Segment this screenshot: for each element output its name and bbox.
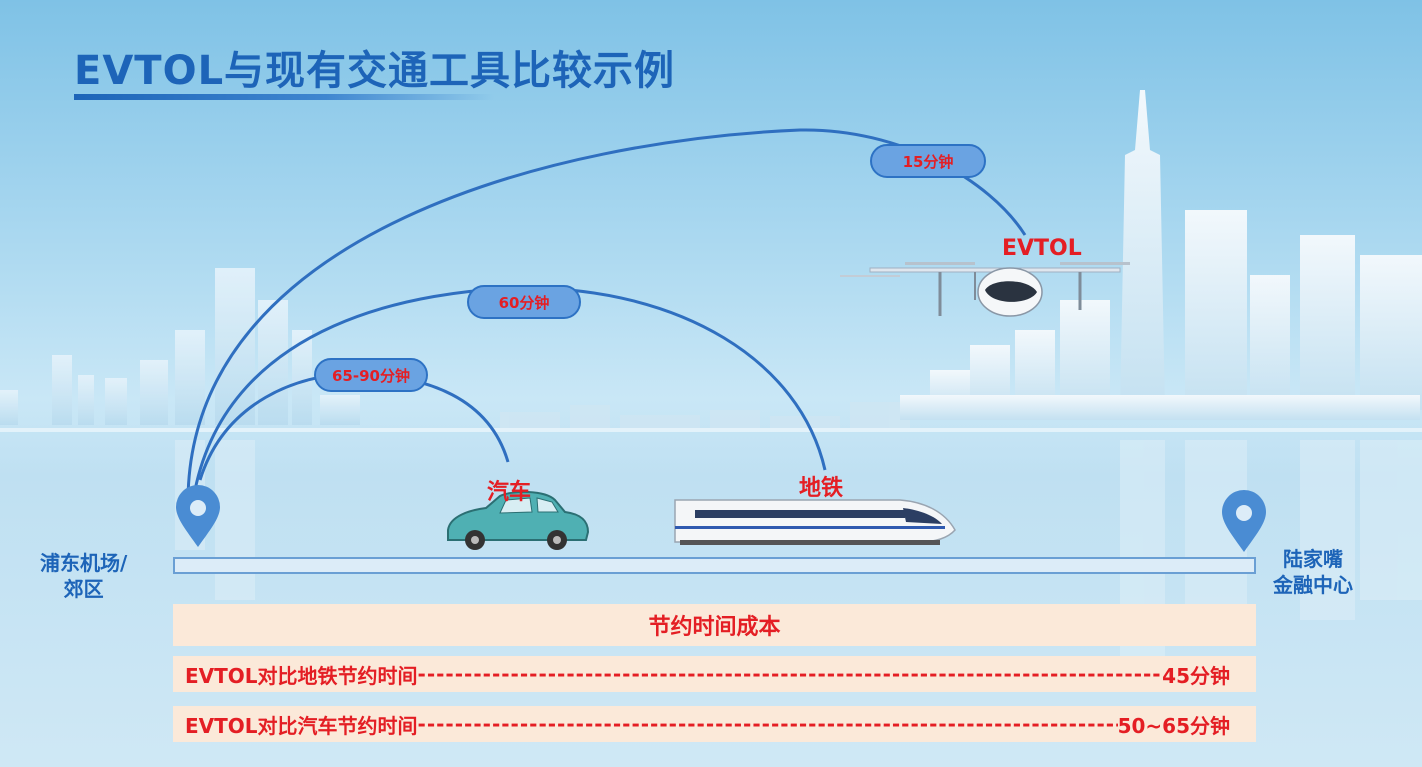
savings-row-car-label: EVTOL对比汽车节约时间	[185, 713, 418, 738]
car-icon	[447, 490, 590, 550]
car-time-badge: 65-90分钟	[314, 358, 428, 392]
savings-row-car-leader: ----------------------------------------…	[417, 712, 1118, 736]
start-location-line1: 浦东机场/	[40, 551, 128, 575]
metro-time-badge: 60分钟	[467, 285, 581, 319]
evtol-route-arc	[186, 128, 1027, 501]
savings-row-metro-value: 45分钟	[1162, 663, 1230, 688]
evtol-time-badge: 15分钟	[870, 144, 986, 178]
savings-header: 节约时间成本	[173, 604, 1256, 646]
title-underline	[74, 94, 494, 100]
distant-skyline	[500, 402, 910, 430]
start-location-line2: 郊区	[63, 577, 104, 601]
savings-row-car-value: 50~65分钟	[1117, 713, 1230, 738]
right-skyline	[900, 90, 1422, 420]
train-icon	[674, 499, 956, 545]
savings-row-metro-leader: ----------------------------------------…	[417, 662, 1163, 686]
car-label: 汽车	[487, 480, 532, 505]
left-skyline	[0, 268, 360, 425]
end-pin-icon	[1222, 490, 1266, 552]
evtol-label: EVTOL	[1002, 236, 1082, 261]
end-location-label: 陆家嘴 金融中心	[1273, 546, 1353, 598]
end-location-line2: 金融中心	[1273, 573, 1353, 597]
savings-row-car: EVTOL对比汽车节约时间 --------------------------…	[173, 706, 1256, 742]
start-pin-icon	[176, 485, 220, 547]
savings-row-metro: EVTOL对比地铁节约时间 --------------------------…	[173, 656, 1256, 692]
route-track-bar	[173, 557, 1256, 574]
evtol-aircraft-icon	[840, 262, 1130, 317]
savings-row-metro-label: EVTOL对比地铁节约时间	[185, 663, 418, 688]
page-title: EVTOL与现有交通工具比较示例	[74, 48, 676, 94]
start-location-label: 浦东机场/ 郊区	[40, 550, 127, 602]
metro-label: 地铁	[799, 476, 844, 501]
end-location-line1: 陆家嘴	[1283, 547, 1343, 571]
